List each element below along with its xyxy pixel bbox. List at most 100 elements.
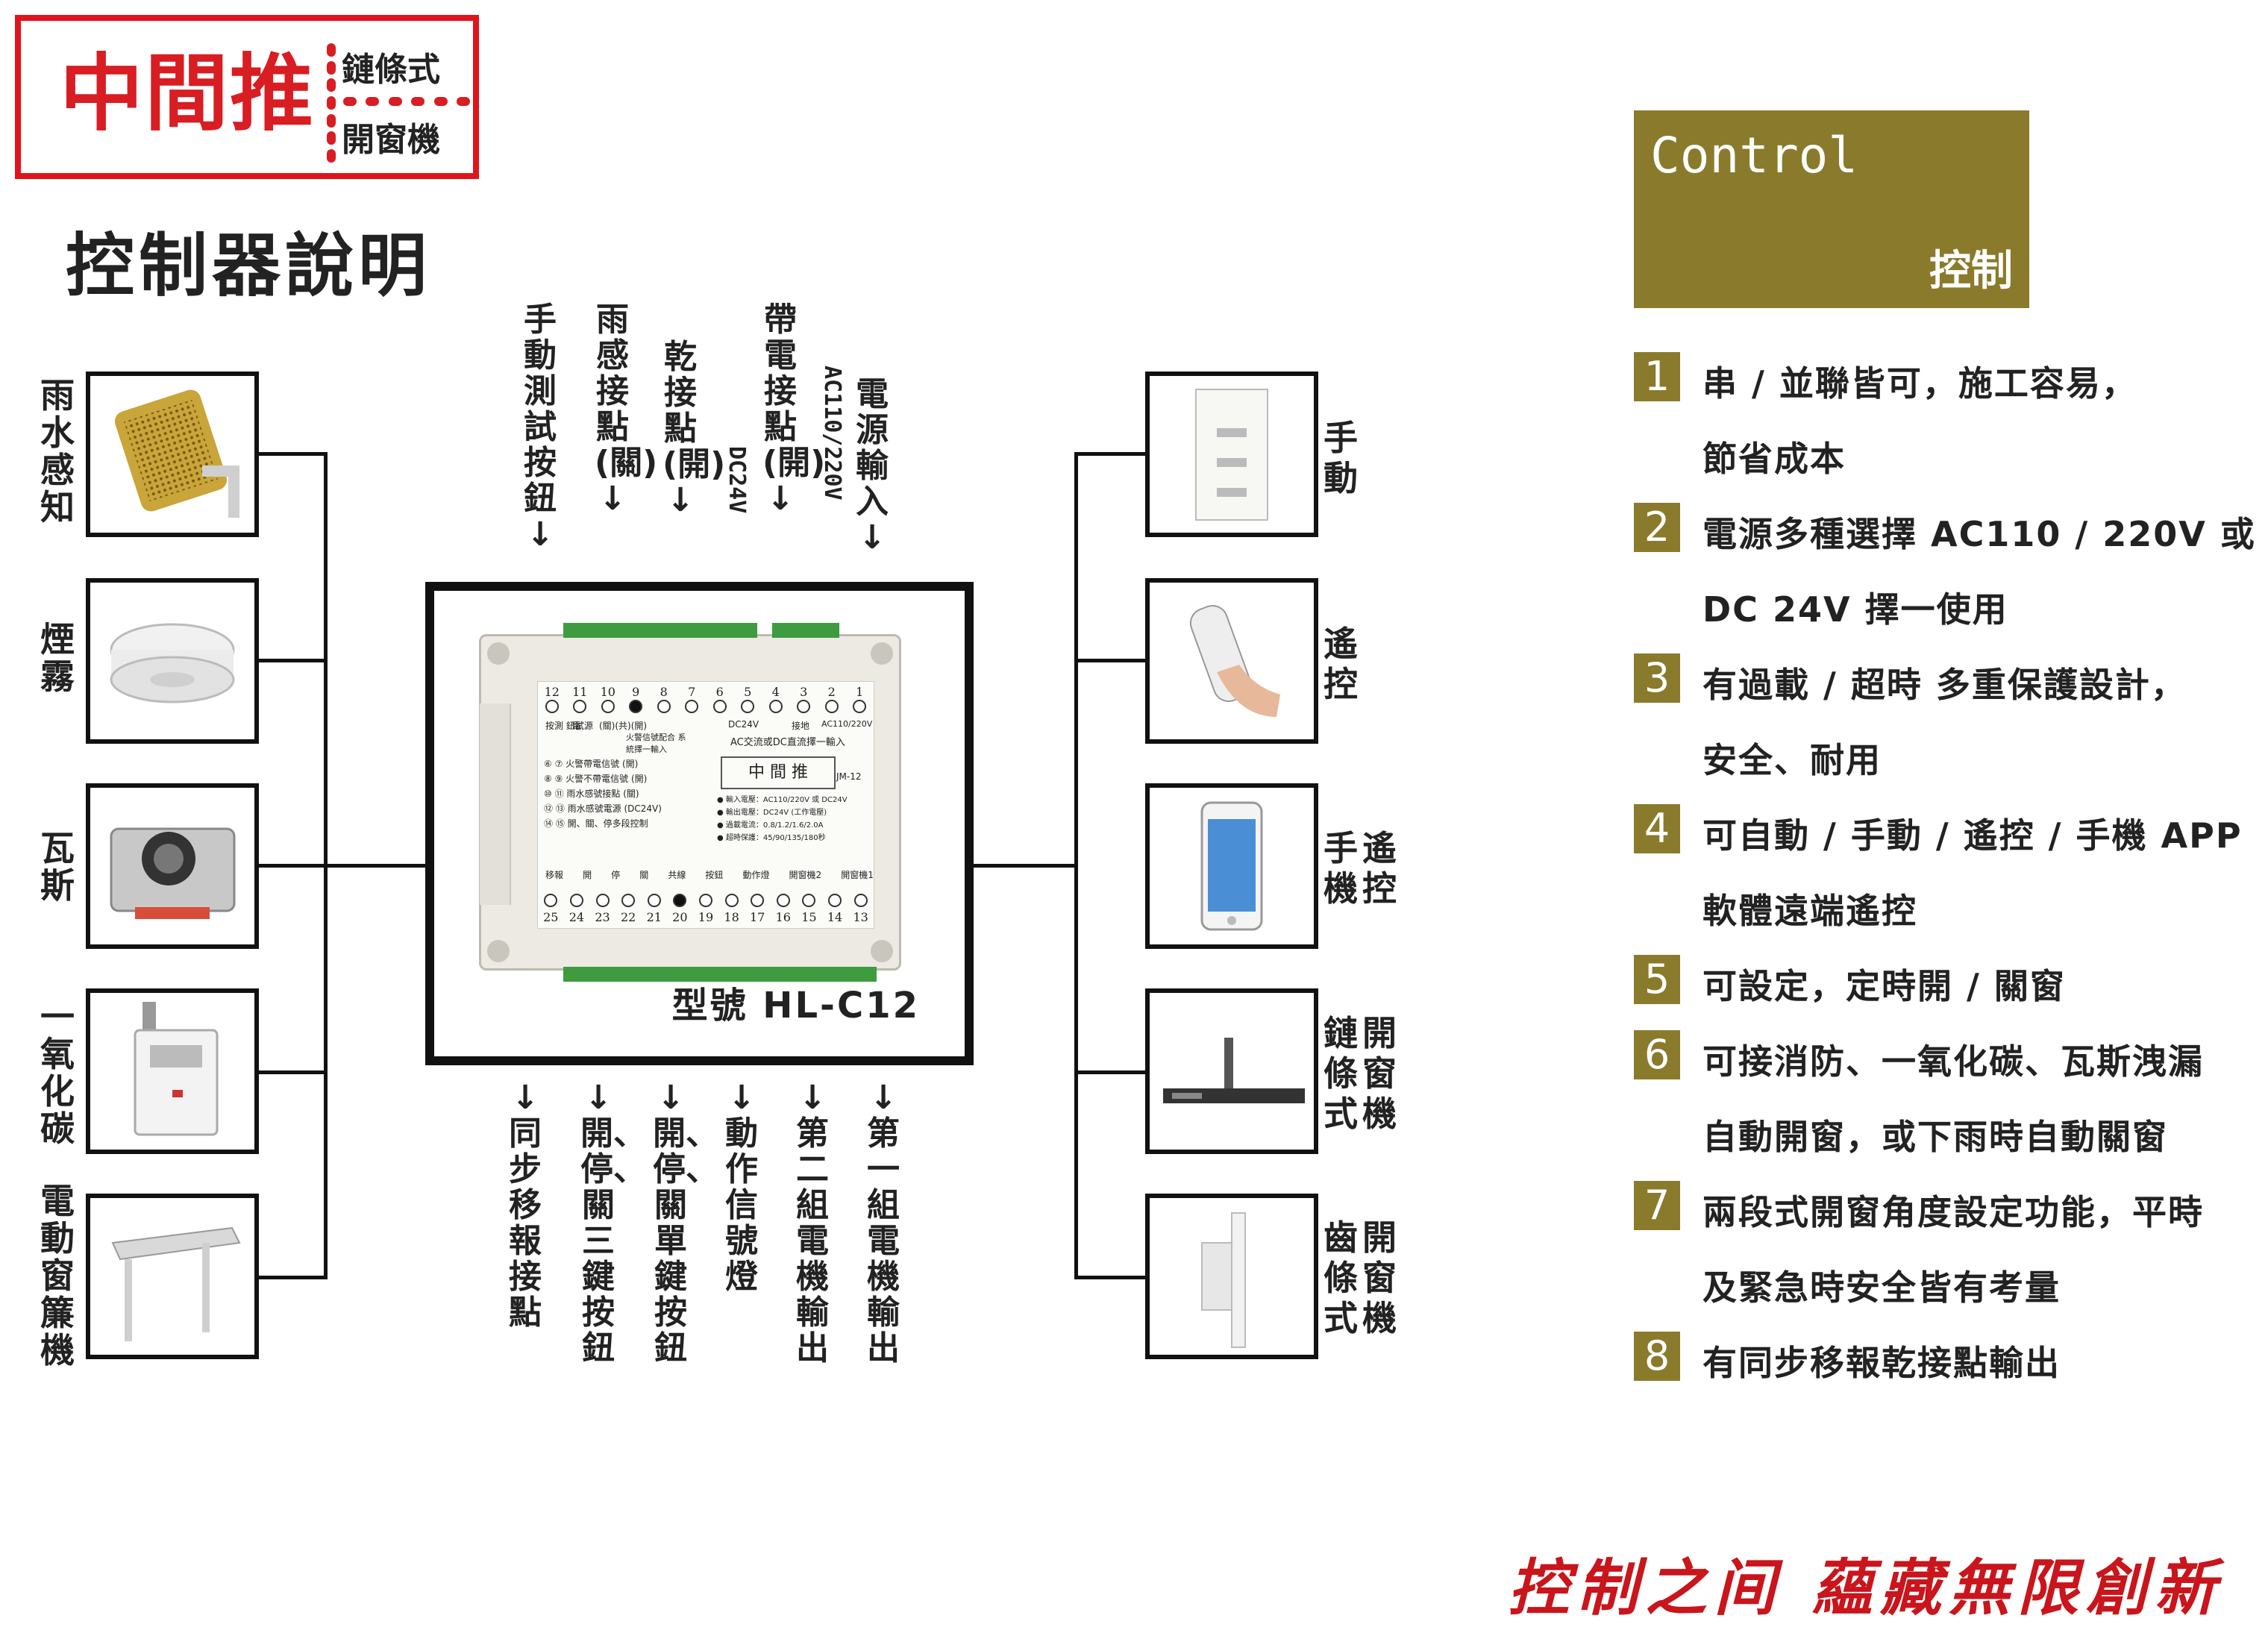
board-terminal-list: ⑥ ⑦ 火警帶電信號 (開)⑧ ⑨ 火警不帶電信號 (開)⑩ ⑪ 雨水感號接點 … [544,756,662,831]
terminal-hole-icon [751,894,765,907]
terminal-number: 24 [568,910,585,924]
terminal-number: 23 [595,910,610,924]
terminal-screw [622,700,651,713]
feature-text: 可接消防、一氧化碳、瓦斯洩漏 [1702,1041,2204,1082]
terminal-hole-icon [647,894,661,907]
terminal-screw [790,700,818,713]
terminal-screw [615,894,642,907]
terminal-hole-icon [853,894,868,907]
rain-sensor-icon [114,389,239,518]
terminal-screw [796,894,822,907]
terminal-hole-icon [545,700,559,713]
right-label-rack-2: 開窗機 [1362,1217,1397,1338]
logo-sub-bottom: 開窗機 [342,121,440,159]
wall-switch-icon [1195,389,1268,521]
board-spec-item: ● 輸入電壓：AC110/220V 或 DC24V [717,796,848,804]
terminal-holes-top [538,700,874,713]
terminal-strip-top [772,623,839,638]
right-label-remote: 遙控 [1323,624,1358,704]
right-label-phone-2: 遙控 [1362,828,1397,909]
top-label-power-input: 電源輸入↓ [856,375,889,557]
board-code: JM-12 [836,771,862,782]
terminal-screw [678,700,707,713]
terminal-screw [566,700,595,713]
feature-number-badge: 8 [1634,1332,1680,1381]
terminal-screw [745,894,771,907]
left-label-rain: 雨水感知 [40,375,75,527]
terminal-hole-icon [657,700,671,713]
terminal-hole-icon [768,700,783,713]
feature-number-badge: 3 [1634,653,1680,703]
bottom-label-single-key: ↓開、停、關單鍵按鈕 [653,1079,718,1367]
board-bottom-tag: 共線 [668,870,686,880]
page-title: 控制器說明 [66,226,432,306]
feature-number-badge: 1 [1634,352,1680,401]
water-heater-icon [134,1002,219,1136]
gas-stove-box [86,783,259,949]
feature-text: 軟體遠端遙控 [1702,891,1917,931]
terminal-number: 7 [688,685,696,699]
terminal-screw [538,894,564,907]
logo-main-text: 中間推 [60,45,315,142]
curtain-motor-icon [111,1226,241,1341]
terminal-number: 9 [632,685,640,699]
control-header: Control 控制 [1634,110,2029,308]
terminal-hole-icon [797,700,811,713]
terminal-number: 14 [827,910,843,924]
terminal-hole-icon [828,894,842,907]
terminal-screw [589,894,615,907]
board-list-item: ⑩ ⑪ 雨水感號接點 (關) [544,789,639,799]
terminal-screw [667,894,693,907]
terminal-screw [734,700,762,713]
chain-icon [323,43,339,163]
terminal-screw [822,894,848,907]
smoke-detector-icon [110,623,235,703]
terminal-number: 16 [775,910,791,924]
manual-switch-box [1145,372,1318,537]
right-label-phone-1: 手機 [1323,828,1358,909]
connector-line [257,1276,328,1279]
smoke-detector-box [86,578,259,744]
terminal-number: 12 [544,685,560,699]
bottom-label-signal-light: ↓動作信號燈 [725,1079,758,1296]
connector-line [257,659,328,662]
terminal-screw [538,700,566,713]
rack-window-opener-icon [1201,1212,1246,1348]
board-list-item: ⑧ ⑨ 火警不帶電信號 (開) [544,774,648,784]
board-bottom-tag: 移報 [545,870,564,880]
board-text-ground: 接地 [792,721,810,731]
connector-line [257,864,425,868]
terminal-hole-icon [673,894,687,907]
terminal-number: 17 [750,910,765,924]
terminal-number: 11 [572,685,588,699]
board-text-fire: 火警信號配合 系統擇一輸入 [626,733,686,754]
mount-hole [487,642,510,665]
feature-text: 安全、耐用 [1702,740,1882,780]
terminal-number: 21 [646,910,662,924]
feature-number-badge: 2 [1634,503,1680,552]
board-text-dc: DC24V [728,719,759,730]
terminal-hole-icon [685,700,699,713]
terminal-screw [846,700,874,713]
terminal-number: 3 [800,685,808,699]
terminal-screw [564,894,590,907]
board-brand-box: 中 間 推 [721,756,836,789]
terminal-number: 20 [672,910,688,924]
board-bottom-tag: 開 [583,870,592,880]
right-label-manual: 手動 [1323,418,1358,498]
terminal-hole-icon [698,894,712,907]
rain-sensor-box [86,372,259,537]
left-label-curtain: 電動窗簾機 [40,1181,75,1370]
board-bottom-tag: 動作燈 [742,870,770,880]
right-label-chain-2: 開窗機 [1362,1013,1397,1134]
top-label-dry-contact: 乾接點(開)↓ [662,338,726,519]
board-list-item: ⑫ ⑬ 雨水感號電源 (DC24V) [544,803,662,814]
terminal-strip-bottom [563,967,877,982]
board-spec-item: ● 超時保護：45/90/135/180秒 [717,834,826,842]
bottom-label-three-key: ↓開、停、關三鍵按鈕 [580,1079,646,1367]
feature-number-badge: 4 [1634,804,1680,853]
terminal-screw [641,894,667,907]
